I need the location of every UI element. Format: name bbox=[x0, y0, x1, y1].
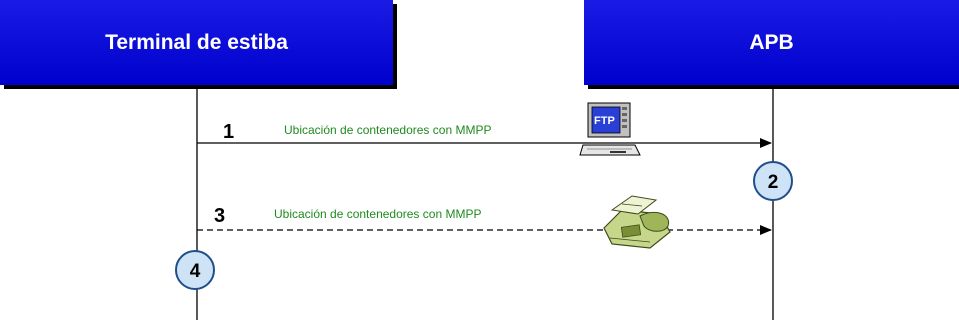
step-marker-4-label: 4 bbox=[190, 261, 201, 282]
step-marker-2: 2 bbox=[753, 161, 793, 201]
header-apb: APB bbox=[584, 0, 959, 85]
message-1-label: Ubicación de contenedores con MMPP bbox=[284, 123, 491, 137]
message-1-step: 1 bbox=[223, 121, 234, 143]
message-3-label: Ubicación de contenedores con MMPP bbox=[274, 207, 481, 221]
header-left-label: Terminal de estiba bbox=[105, 30, 288, 54]
step-marker-2-label: 2 bbox=[768, 172, 779, 193]
header-terminal-de-estiba: Terminal de estiba bbox=[0, 0, 393, 85]
message-3-step: 3 bbox=[214, 205, 225, 227]
fax-machine-icon bbox=[603, 195, 671, 249]
step-marker-4: 4 bbox=[175, 250, 215, 290]
ftp-icon-label: FTP bbox=[594, 115, 615, 127]
ftp-computer-icon: FTP bbox=[579, 102, 641, 156]
header-right-label: APB bbox=[749, 30, 794, 54]
